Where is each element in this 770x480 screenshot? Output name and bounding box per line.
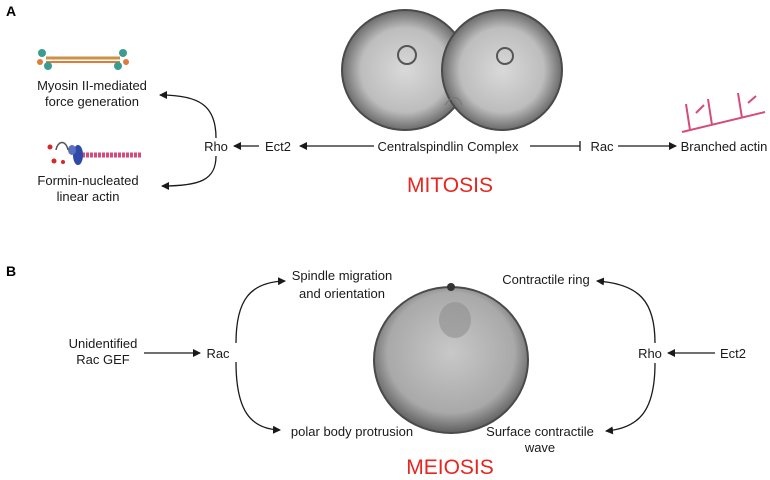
- polar-body-label: polar body protrusion: [291, 424, 413, 439]
- meiosis-title: MEIOSIS: [406, 456, 494, 479]
- formin-icon: [47, 141, 142, 165]
- contractile-ring-label: Contractile ring: [502, 272, 589, 287]
- arrow-rho-to-formin: [161, 155, 217, 190]
- ect2-node-b: Ect2: [720, 346, 746, 361]
- panel-a-letter: A: [6, 3, 16, 19]
- surface-wave-line2: wave: [524, 440, 555, 455]
- branched-actin-icon: [681, 92, 766, 133]
- spindle-label-line1: Spindle migration: [292, 268, 392, 283]
- arrow-rho-to-myosin: [159, 91, 217, 139]
- rac-node-b: Rac: [206, 346, 230, 361]
- myosin-icon: [37, 49, 129, 70]
- myosin-label-line1: Myosin II-mediated: [37, 78, 147, 93]
- arrow-rho-to-contractile-ring: [596, 277, 656, 344]
- arrow-rho-to-surface-wave: [605, 362, 656, 435]
- unidentified-gef-line2: Rac GEF: [76, 352, 130, 367]
- meiosis-egg-image: [373, 283, 529, 434]
- rho-node: Rho: [204, 139, 228, 154]
- arrow-rac-to-spindle: [235, 277, 286, 344]
- rac-node: Rac: [590, 139, 614, 154]
- myosin-label-line2: force generation: [45, 94, 139, 109]
- mitosis-cell-image: [341, 9, 563, 131]
- unidentified-gef-line1: Unidentified: [69, 336, 138, 351]
- panel-b-letter: B: [6, 263, 16, 279]
- mitosis-title: MITOSIS: [407, 174, 493, 197]
- formin-label-line1: Formin-nucleated: [37, 173, 138, 188]
- branched-actin-label: Branched actin: [681, 139, 768, 154]
- formin-label-line2: linear actin: [57, 189, 120, 204]
- ect2-node: Ect2: [265, 139, 291, 154]
- surface-wave-line1: Surface contractile: [486, 424, 594, 439]
- centralspindlin-node: Centralspindlin Complex: [378, 139, 519, 154]
- rho-node-b: Rho: [638, 346, 662, 361]
- arrow-rac-to-polar-body: [235, 361, 281, 434]
- spindle-label-line2: and orientation: [299, 286, 385, 301]
